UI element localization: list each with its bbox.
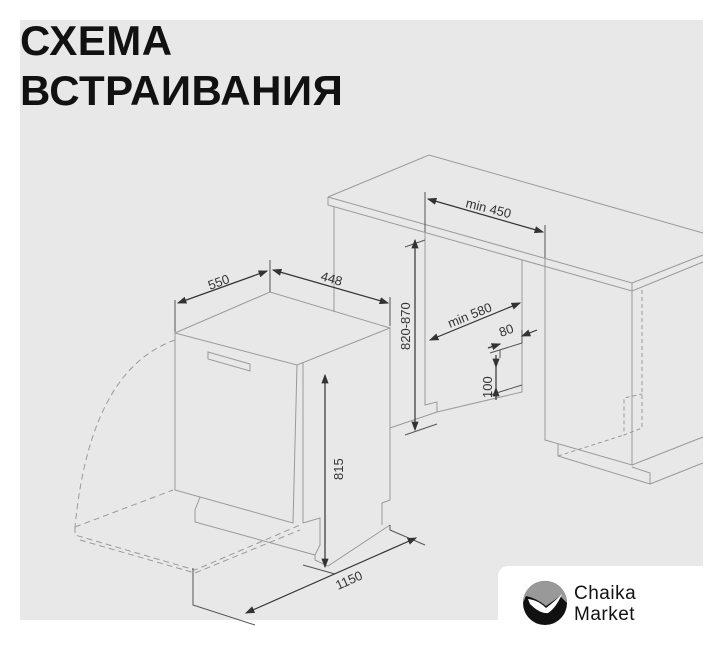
title-line-2: ВСТРАИВАНИЯ — [20, 67, 344, 114]
right-cabinet — [544, 258, 704, 485]
dim-depth: 550 — [206, 271, 232, 293]
dim-plinth-height: 100 — [480, 376, 495, 398]
brand-line-1: Chaika — [574, 583, 637, 604]
brand-name: Chaika Market — [574, 583, 636, 625]
dim-niche-height: 820-870 — [398, 302, 413, 350]
title-line-1: СХЕМА — [20, 17, 173, 64]
dim-niche-width: min 450 — [464, 195, 513, 221]
countertop — [327, 154, 704, 292]
brand-line-2: Market — [574, 604, 636, 625]
dim-height: 815 — [331, 458, 346, 480]
dimension-labels: 550 448 815 1150 820-870 min 450 min 580… — [206, 195, 516, 592]
extension-lines — [174, 192, 546, 626]
door-handle — [207, 351, 251, 372]
installation-diagram: 550 448 815 1150 820-870 min 450 min 580… — [74, 154, 704, 626]
dim-niche-depth: min 580 — [446, 300, 495, 331]
dim-plinth-depth: 80 — [497, 321, 516, 340]
dishwasher — [173, 291, 392, 567]
diagram-background — [20, 20, 703, 620]
dim-door-open: 1150 — [333, 568, 365, 593]
seagull-logo-icon — [523, 581, 567, 625]
dim-width: 448 — [319, 268, 344, 288]
dimension-arrows — [176, 197, 545, 614]
page-title: СХЕМА ВСТРАИВАНИЯ — [20, 16, 343, 116]
open-door-outline — [74, 339, 301, 574]
